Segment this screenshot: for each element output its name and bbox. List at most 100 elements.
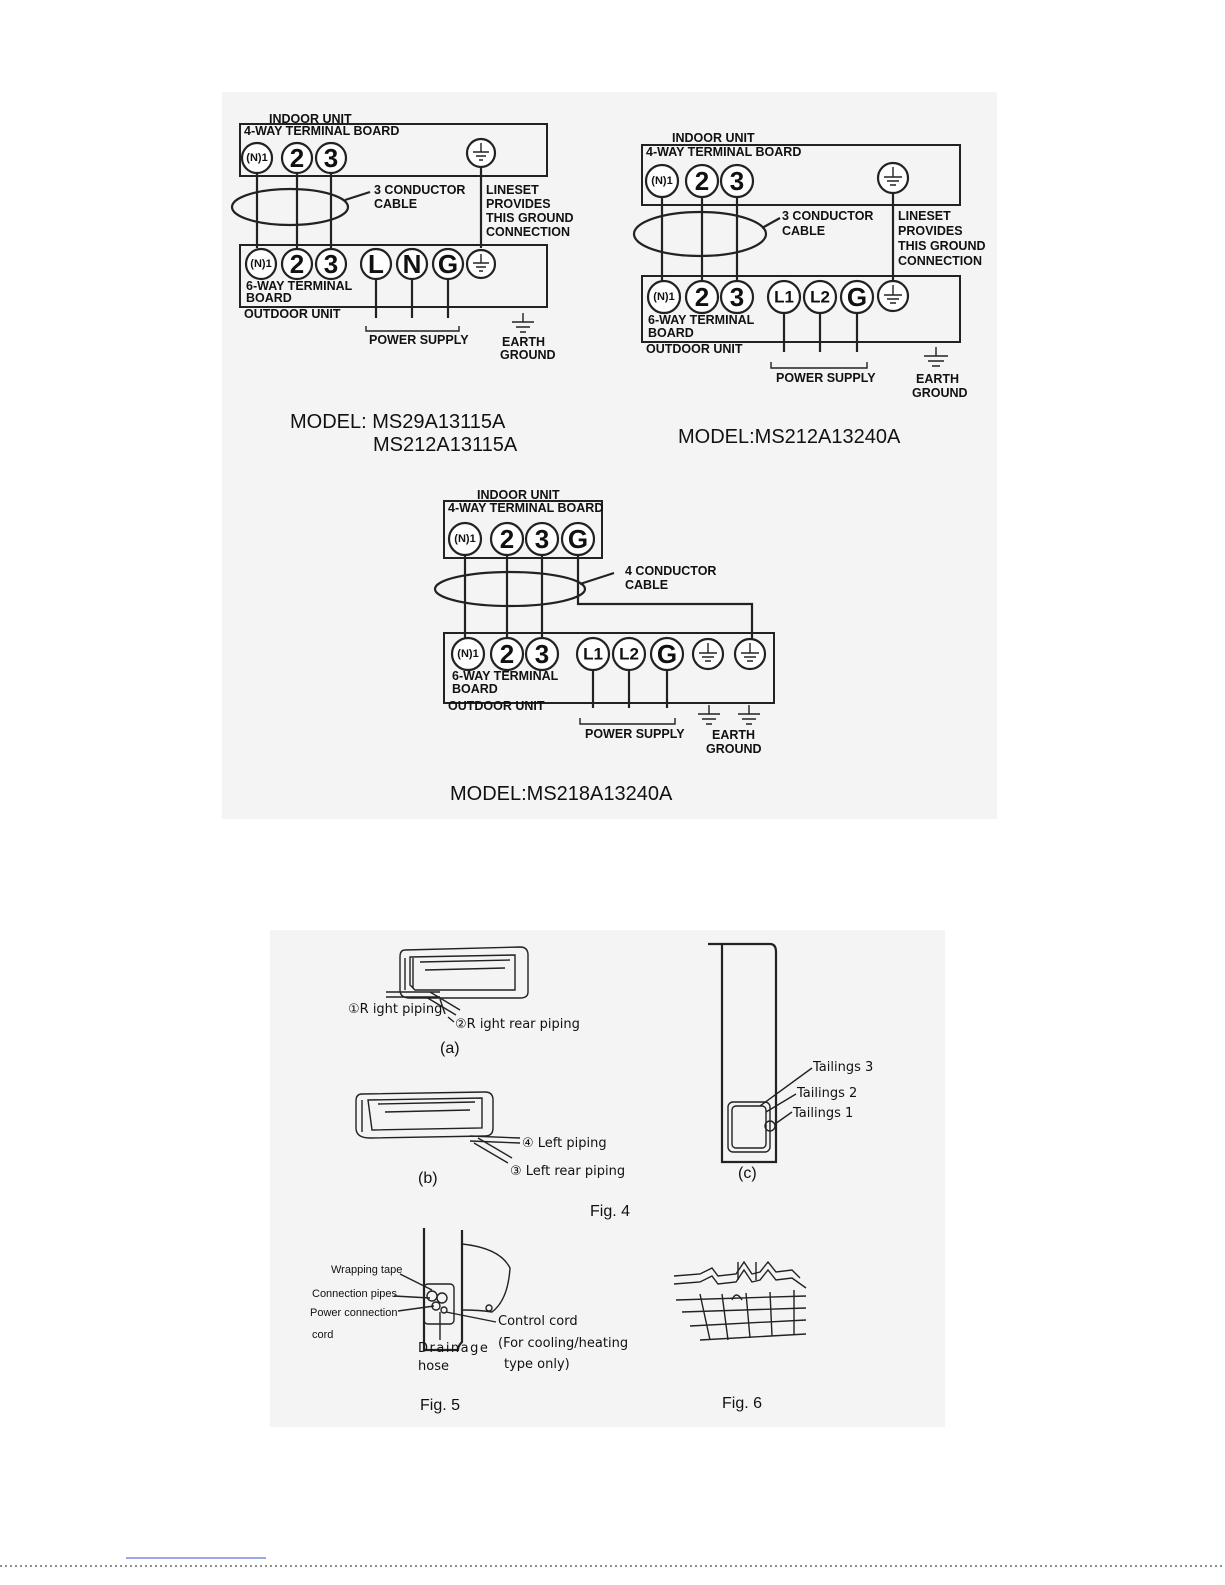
ground-symbol-icon <box>884 285 902 304</box>
outdoor-terminal-board <box>641 275 961 343</box>
fig5-label-connection-pipes: Connection pipes <box>312 1288 398 1300</box>
outdoor-terminal-n1-label: (N)1 <box>457 648 478 660</box>
outdoor-terminal-board <box>443 632 775 704</box>
fig5-label-type-only: type only) <box>504 1357 570 1372</box>
outdoor-terminal-g <box>431 247 465 281</box>
indoor-terminal-2 <box>280 141 314 175</box>
fig4-c-label-2: Tailings 2 <box>796 1086 857 1101</box>
lineset-note-4: CONNECTION <box>898 254 982 268</box>
outdoor-ground-terminal <box>465 248 497 280</box>
outdoor-terminal-n1 <box>646 279 682 315</box>
leader-line <box>397 1305 435 1312</box>
cable-ellipse <box>632 210 768 258</box>
cable-label-line1: 3 CONDUCTOR <box>782 209 873 223</box>
ground-symbol-icon <box>741 643 759 662</box>
fig4-b-label-2: ③ Left rear piping <box>510 1164 625 1179</box>
indoor-terminal-3-label: 3 <box>535 524 549 554</box>
outdoor-board-label-1: 6-WAY TERMINAL <box>648 313 755 327</box>
cable-label-line2: CABLE <box>374 197 417 211</box>
outdoor-unit-label: OUTDOOR UNIT <box>244 307 341 321</box>
outdoor-board-label-1: 6-WAY TERMINAL <box>452 669 559 683</box>
outdoor-board-label-1: 6-WAY TERMINAL <box>246 279 353 293</box>
outdoor-unit-label: OUTDOOR UNIT <box>448 699 545 713</box>
leader-line <box>399 1273 433 1291</box>
indoor-unit-label: INDOOR UNIT <box>477 488 560 502</box>
earth-ground-label-2: GROUND <box>500 348 556 362</box>
filter-tab <box>731 1294 743 1301</box>
ground-symbol-icon <box>473 143 489 161</box>
earth-ground-label-2: GROUND <box>912 386 968 400</box>
earth-ground-label-2: GROUND <box>706 742 762 756</box>
ground-symbol-icon <box>473 254 489 272</box>
pipe-circle <box>436 1292 448 1304</box>
indoor-unit-inner <box>409 954 516 991</box>
cable-ellipse <box>433 570 587 608</box>
model-label-line1: MODEL: MS29A13115A <box>290 411 506 433</box>
clip-tabs <box>737 1262 757 1280</box>
fig5-label-wrapping-tape: Wrapping tape <box>331 1264 402 1276</box>
fig4-a-label-1: ①R ight piping <box>348 1002 442 1017</box>
knockout-area <box>423 1283 455 1325</box>
fig4-c-caption: (c) <box>738 1165 757 1182</box>
outdoor-terminal-g-label: G <box>847 282 867 312</box>
outdoor-terminal-board <box>239 244 548 308</box>
outdoor-terminal-g-label: G <box>438 249 458 279</box>
tailings-knockout-1 <box>764 1120 776 1132</box>
indoor-unit-label: INDOOR UNIT <box>269 112 352 126</box>
fig5-label-hose: hose <box>418 1359 449 1374</box>
leader-line <box>393 1295 431 1299</box>
lineset-note-4: CONNECTION <box>486 225 570 239</box>
power-supply-bracket <box>770 362 868 369</box>
indoor-terminal-g-label: G <box>568 524 588 554</box>
wiring-diagram-3: INDOOR UNIT 4-WAY TERMINAL BOARD 4 CONDU… <box>433 488 775 805</box>
fig5-piping-bundle: Wrapping tape Connection pipes Power con… <box>310 1228 628 1414</box>
leader-line <box>439 998 446 1015</box>
fig5-label-cord: cord <box>312 1329 333 1341</box>
outdoor-terminal-3 <box>314 247 348 281</box>
cable-label-line1: 4 CONDUCTOR <box>625 564 716 578</box>
indoor-terminal-3 <box>719 163 755 199</box>
left-rear-pipe <box>473 1137 513 1164</box>
indoor-terminal-2-label: 2 <box>500 524 514 554</box>
outdoor-terminal-n1-label: (N)1 <box>250 258 271 270</box>
ground-symbol-icon <box>884 167 902 186</box>
tailings-knockout-2 <box>731 1105 767 1149</box>
outdoor-board-label-2: BOARD <box>246 291 292 305</box>
leader-line <box>774 1111 793 1125</box>
indoor-terminal-2-label: 2 <box>695 166 709 196</box>
unit-detail-lines <box>404 958 511 990</box>
indoor-terminal-n1-label: (N)1 <box>651 175 672 187</box>
outdoor-ground-terminal-2 <box>733 637 767 671</box>
indoor-terminal-3 <box>524 521 560 557</box>
fig4-c-label-1: Tailings 3 <box>812 1060 873 1075</box>
fig4-a-label-2: ②R ight rear piping <box>455 1017 580 1032</box>
cable-label-line2: CABLE <box>782 224 825 238</box>
outdoor-terminal-2 <box>684 279 720 315</box>
leader-line <box>445 1311 497 1323</box>
unit-detail-lines <box>361 1100 476 1132</box>
lineset-note-1: LINESET <box>486 183 539 197</box>
lineset-note-3: THIS GROUND <box>898 239 986 253</box>
power-supply-label: POWER SUPPLY <box>585 727 685 741</box>
outdoor-terminal-l1-label: L1 <box>774 288 794 307</box>
cable-leader <box>344 190 371 202</box>
earth-ground-label-1: EARTH <box>712 728 755 742</box>
outdoor-ground-terminal <box>876 279 910 313</box>
earth-ground-label-1: EARTH <box>916 372 959 386</box>
power-supply-label: POWER SUPPLY <box>369 333 469 347</box>
unit-side-panel <box>708 942 778 1164</box>
indoor-unit-outline <box>399 946 529 999</box>
indoor-terminal-n1 <box>240 141 274 175</box>
indoor-terminal-2-label: 2 <box>290 143 304 173</box>
fig6-title: Fig. 6 <box>722 1395 762 1412</box>
outdoor-terminal-2-label: 2 <box>290 249 304 279</box>
indoor-terminal-board <box>443 500 603 559</box>
indoor-terminal-3-label: 3 <box>730 166 744 196</box>
outdoor-terminal-3-label: 3 <box>535 639 549 669</box>
fig4-a-right-piping: ①R ight piping ②R ight rear piping (a) <box>348 946 580 1057</box>
power-supply-label: POWER SUPPLY <box>776 371 876 385</box>
wiring-diagram-1: INDOOR UNIT 4-WAY TERMINAL BOARD 3 CONDU… <box>230 112 574 456</box>
indoor-terminal-n1-label: (N)1 <box>454 533 475 545</box>
unit-body-curve <box>461 1243 511 1313</box>
